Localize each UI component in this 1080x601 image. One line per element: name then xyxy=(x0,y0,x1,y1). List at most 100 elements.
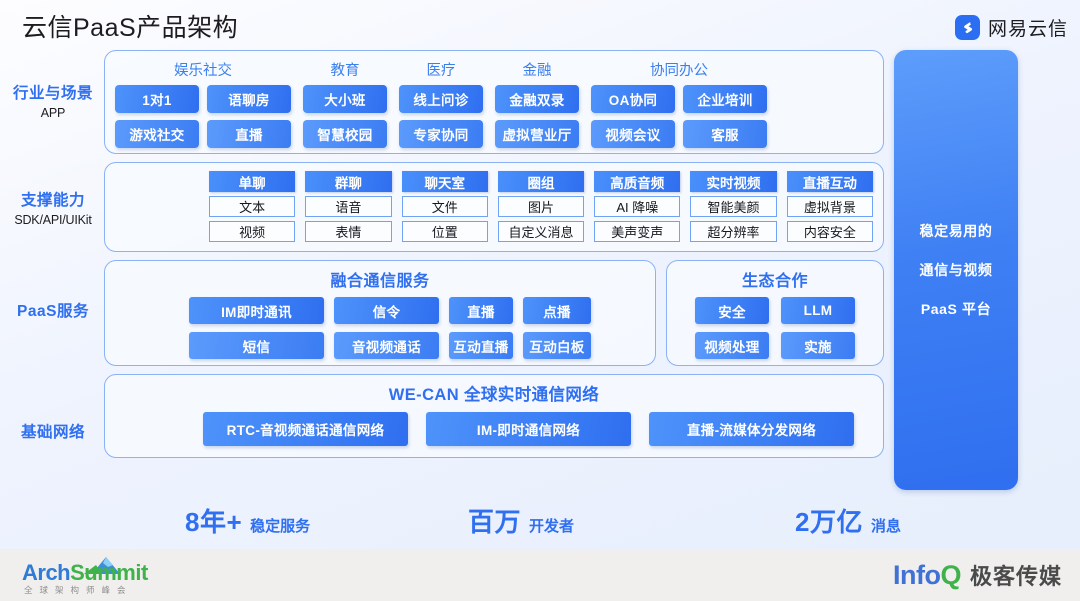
stat-item: 8年+ 稳定服务 xyxy=(185,502,310,539)
capability-item[interactable]: 智能美颜 xyxy=(690,196,777,217)
capability-item[interactable]: 语音 xyxy=(305,196,392,217)
capability-item[interactable]: 位置 xyxy=(401,221,488,242)
page-header: 云信PaaS产品架构 网易云信 xyxy=(0,0,1080,52)
industry-group-cells: 金融双录虚拟营业厅 xyxy=(495,85,579,148)
industry-item[interactable]: 1对1 xyxy=(115,85,199,113)
mountain-icon xyxy=(84,557,120,574)
stat-caption: 稳定服务 xyxy=(250,518,311,535)
stat-item: 百万开发者 xyxy=(468,502,574,539)
ecosystem-item[interactable]: LLM xyxy=(781,297,855,324)
industry-item[interactable]: 客服 xyxy=(683,120,767,148)
capability-column-header[interactable]: 群聊 xyxy=(305,171,392,192)
capability-item[interactable]: 表情 xyxy=(305,221,392,242)
paas-service-item[interactable]: 互动直播 xyxy=(449,332,513,359)
paas-service-item[interactable]: 短信 xyxy=(189,332,324,359)
paas-service-item[interactable]: 互动白板 xyxy=(523,332,591,359)
capability-column: 聊天室文件位置 xyxy=(401,171,488,242)
capability-item[interactable]: AI 降噪 xyxy=(594,196,681,217)
capability-column-header[interactable]: 单聊 xyxy=(209,171,296,192)
industry-item[interactable]: 游戏社交 xyxy=(115,120,199,148)
industry-item[interactable]: 大小班 xyxy=(303,85,387,113)
industry-group-title: 医疗 xyxy=(426,63,456,79)
stat-item: 2万亿消息 xyxy=(795,502,901,539)
ecosystem-row-2: 视频处理实施 xyxy=(695,332,855,359)
capability-item[interactable]: 超分辨率 xyxy=(690,221,777,242)
industry-group: 医疗线上问诊专家协同 xyxy=(399,59,483,148)
capability-item[interactable]: 美声变声 xyxy=(594,221,681,242)
platform-summary-line: PaaS 平台 xyxy=(920,301,992,317)
page-title: 云信PaaS产品架构 xyxy=(22,14,239,42)
capability-item[interactable]: 文本 xyxy=(209,196,296,217)
industry-item[interactable]: 直播 xyxy=(207,120,291,148)
yunxin-logo-icon xyxy=(954,15,980,40)
capability-column: 直播互动虚拟背景内容安全 xyxy=(786,171,873,242)
industry-column: 企业培训客服 xyxy=(683,85,767,148)
stat-number: 百万 xyxy=(468,507,522,537)
industry-column: 语聊房直播 xyxy=(207,85,291,148)
capability-item[interactable]: 虚拟背景 xyxy=(786,196,873,217)
archsummit-wordmark: ArchSummit xyxy=(22,560,148,585)
industry-item[interactable]: 金融双录 xyxy=(495,85,579,113)
ecosystem-item[interactable]: 实施 xyxy=(781,332,855,359)
network-item[interactable]: IM-即时通信网络 xyxy=(426,412,631,446)
industry-group-title: 娱乐社交 xyxy=(174,63,232,79)
industry-item[interactable]: 语聊房 xyxy=(207,85,291,113)
industry-group: 娱乐社交 1对1 游戏社交语聊房直播 xyxy=(115,59,291,148)
paas-service-item[interactable]: 直播 xyxy=(449,297,513,324)
capability-item[interactable]: 自定义消息 xyxy=(497,221,585,242)
ecosystem-item[interactable]: 安全 xyxy=(695,297,769,324)
stat-number: 8年+ xyxy=(185,507,243,537)
ecosystem-row-1: 安全 LLM xyxy=(695,297,855,324)
industry-item[interactable]: 智慧校园 xyxy=(303,120,387,148)
industry-item[interactable]: 企业培训 xyxy=(683,85,767,113)
paas-service-item[interactable]: IM即时通讯 xyxy=(189,297,324,324)
paas-service-item[interactable]: 信令 xyxy=(334,297,439,324)
network-item[interactable]: 直播-流媒体分发网络 xyxy=(649,412,854,446)
ecosystem-panel-title: 生态合作 xyxy=(741,273,808,290)
capability-item[interactable]: 内容安全 xyxy=(786,221,873,242)
capability-column: 高质音频 AI 降噪美声变声 xyxy=(594,171,681,242)
platform-summary-line: 通信与视频 xyxy=(919,262,993,278)
stat-caption: 消息 xyxy=(870,518,901,535)
industry-group-cells: 线上问诊专家协同 xyxy=(399,85,483,148)
industry-group-cells: 1对1 游戏社交语聊房直播 xyxy=(115,85,291,148)
capability-item[interactable]: 图片 xyxy=(497,196,585,217)
industry-column: 1对1 游戏社交 xyxy=(115,85,199,148)
capability-column-header[interactable]: 直播互动 xyxy=(786,171,873,192)
capability-item[interactable]: 文件 xyxy=(401,196,488,217)
paas-service-item[interactable]: 点播 xyxy=(523,297,591,324)
industry-group: 金融金融双录虚拟营业厅 xyxy=(495,59,579,148)
paas-service-item[interactable]: 音视频通话 xyxy=(334,332,439,359)
industry-group-cells: 大小班智慧校园 xyxy=(303,85,387,148)
industry-item[interactable]: 线上问诊 xyxy=(399,85,483,113)
industry-item[interactable]: OA协同 xyxy=(591,85,675,113)
archsummit-logo: ArchSummit 全球架构师峰会 xyxy=(18,554,178,596)
capability-item[interactable]: 视频 xyxy=(209,221,296,242)
capability-section: 支撑能力 SDK/API/UIKit 单聊文本视频群聊语音表情聊天室文件位置圈组… xyxy=(14,162,884,252)
industry-item[interactable]: 专家协同 xyxy=(399,120,483,148)
industry-group: 教育大小班智慧校园 xyxy=(303,59,387,148)
page-footer: ArchSummit 全球架构师峰会 InfoQ 极客传媒 xyxy=(0,549,1080,601)
capability-column-header[interactable]: 圈组 xyxy=(497,171,585,192)
brand-logo: 网易云信 xyxy=(954,14,1068,41)
ecosystem-item[interactable]: 视频处理 xyxy=(695,332,769,359)
infoq-wordmark: InfoQ xyxy=(892,559,961,590)
infoq-logo: InfoQ 极客传媒 xyxy=(893,559,1062,591)
industry-section-label: 行业与场景 APP xyxy=(12,85,93,120)
stats-row: 8年+ 稳定服务 百万开发者 2万亿消息 xyxy=(0,490,1080,538)
industry-item[interactable]: 虚拟营业厅 xyxy=(495,120,579,148)
capability-column-header[interactable]: 聊天室 xyxy=(401,171,488,192)
stat-caption: 开发者 xyxy=(529,518,575,535)
paas-service-row-2: 短信音视频通话互动直播互动白板 xyxy=(189,332,645,359)
network-item[interactable]: RTC-音视频通话通信网络 xyxy=(203,412,408,446)
capability-column-header[interactable]: 高质音频 xyxy=(594,171,681,192)
stat-number: 2万亿 xyxy=(795,507,863,537)
industry-item[interactable]: 视频会议 xyxy=(591,120,675,148)
capability-column-header[interactable]: 实时视频 xyxy=(690,171,777,192)
